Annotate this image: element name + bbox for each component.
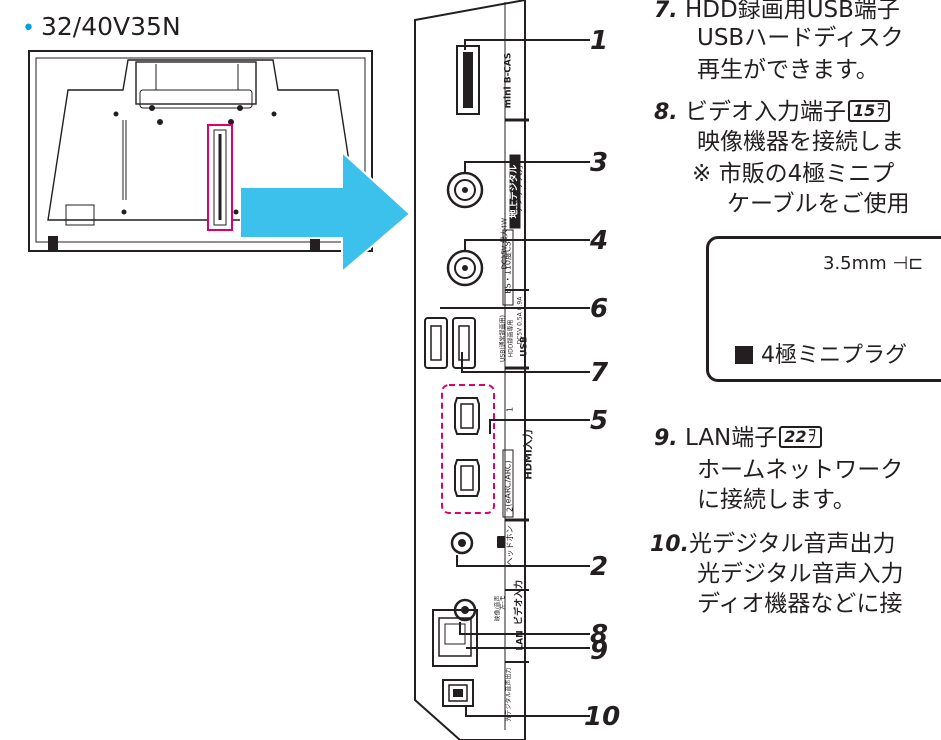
item10-line2: 光デジタル音声入力 — [697, 561, 904, 587]
ref-badge[interactable]: 15ｦ — [847, 100, 891, 122]
callout-4: 4 — [590, 226, 609, 256]
label-antenna-in: アンテナ入力 — [514, 164, 524, 213]
callout-6: 6 — [590, 294, 609, 324]
label-mono: 左-モ — [499, 595, 507, 610]
page-ref-icon: ｦ — [807, 426, 817, 447]
page-ref-icon: ｦ — [876, 100, 886, 121]
plug-size: 3.5mm ⊣⊏ — [823, 253, 924, 274]
item9-line3: に接続します。 — [697, 487, 856, 513]
label-lan: LAN — [515, 630, 526, 651]
label-earc: (eARC/ARC) — [502, 449, 514, 518]
item7-line2: USBハードディスク — [697, 25, 904, 51]
callout-9: 9 — [590, 636, 609, 666]
callout-1: 1 — [590, 26, 609, 56]
plug-icon: ⊣⊏ — [892, 253, 924, 274]
label-video-in: ビデオ入力 — [514, 580, 525, 626]
callout-8: 8 — [590, 620, 609, 650]
item8-note2: ケーブルをご使用 — [727, 191, 910, 217]
callout-3: 3 — [590, 148, 609, 178]
item10-title: 10.光デジタル音声出力 — [650, 531, 896, 557]
label-hdmi-in: HDMI入力 — [523, 429, 535, 480]
item9-line2: ホームネットワーク — [697, 457, 904, 483]
label-hdmi1: 1 — [505, 406, 515, 413]
item7-title: 7. HDD録画用USB端子 — [654, 0, 900, 23]
callout-2: 2 — [590, 552, 609, 582]
plug-name: 4極ミニプラグ — [735, 337, 907, 369]
item10-line3: ディオ機器などに接 — [697, 591, 903, 617]
callout-7: 7 — [590, 358, 609, 388]
bullet-icon: • — [22, 16, 35, 41]
ref-badge[interactable]: 22ｦ — [779, 426, 822, 448]
label-bs-spec: DC15V 最大4W — [500, 217, 509, 270]
label-usb-hdd2: HDD録画専用 — [507, 319, 515, 358]
leader-lines — [440, 39, 590, 717]
item8-note1: ※ 市販の4極ミニプ — [692, 161, 895, 187]
plug-box: 3.5mm ⊣⊏ 4極ミニプラグ — [706, 236, 941, 382]
port-panel — [414, 0, 529, 740]
callout-10: 10 — [584, 702, 621, 732]
arrow-icon — [240, 152, 412, 272]
item7-line3: 再生ができます。 — [697, 57, 879, 83]
square-icon — [735, 346, 753, 364]
model-title: •32/40V35N — [22, 12, 181, 41]
callout-5: 5 — [590, 406, 609, 436]
label-bcas: mini B-CAS — [503, 52, 514, 109]
label-optical: 光デジタル音声出力 — [505, 667, 513, 722]
label-headphone: ヘッドホン — [505, 525, 515, 566]
item8-line2: 映像機器を接続しま — [697, 129, 904, 155]
label-usb: USB — [519, 336, 530, 357]
